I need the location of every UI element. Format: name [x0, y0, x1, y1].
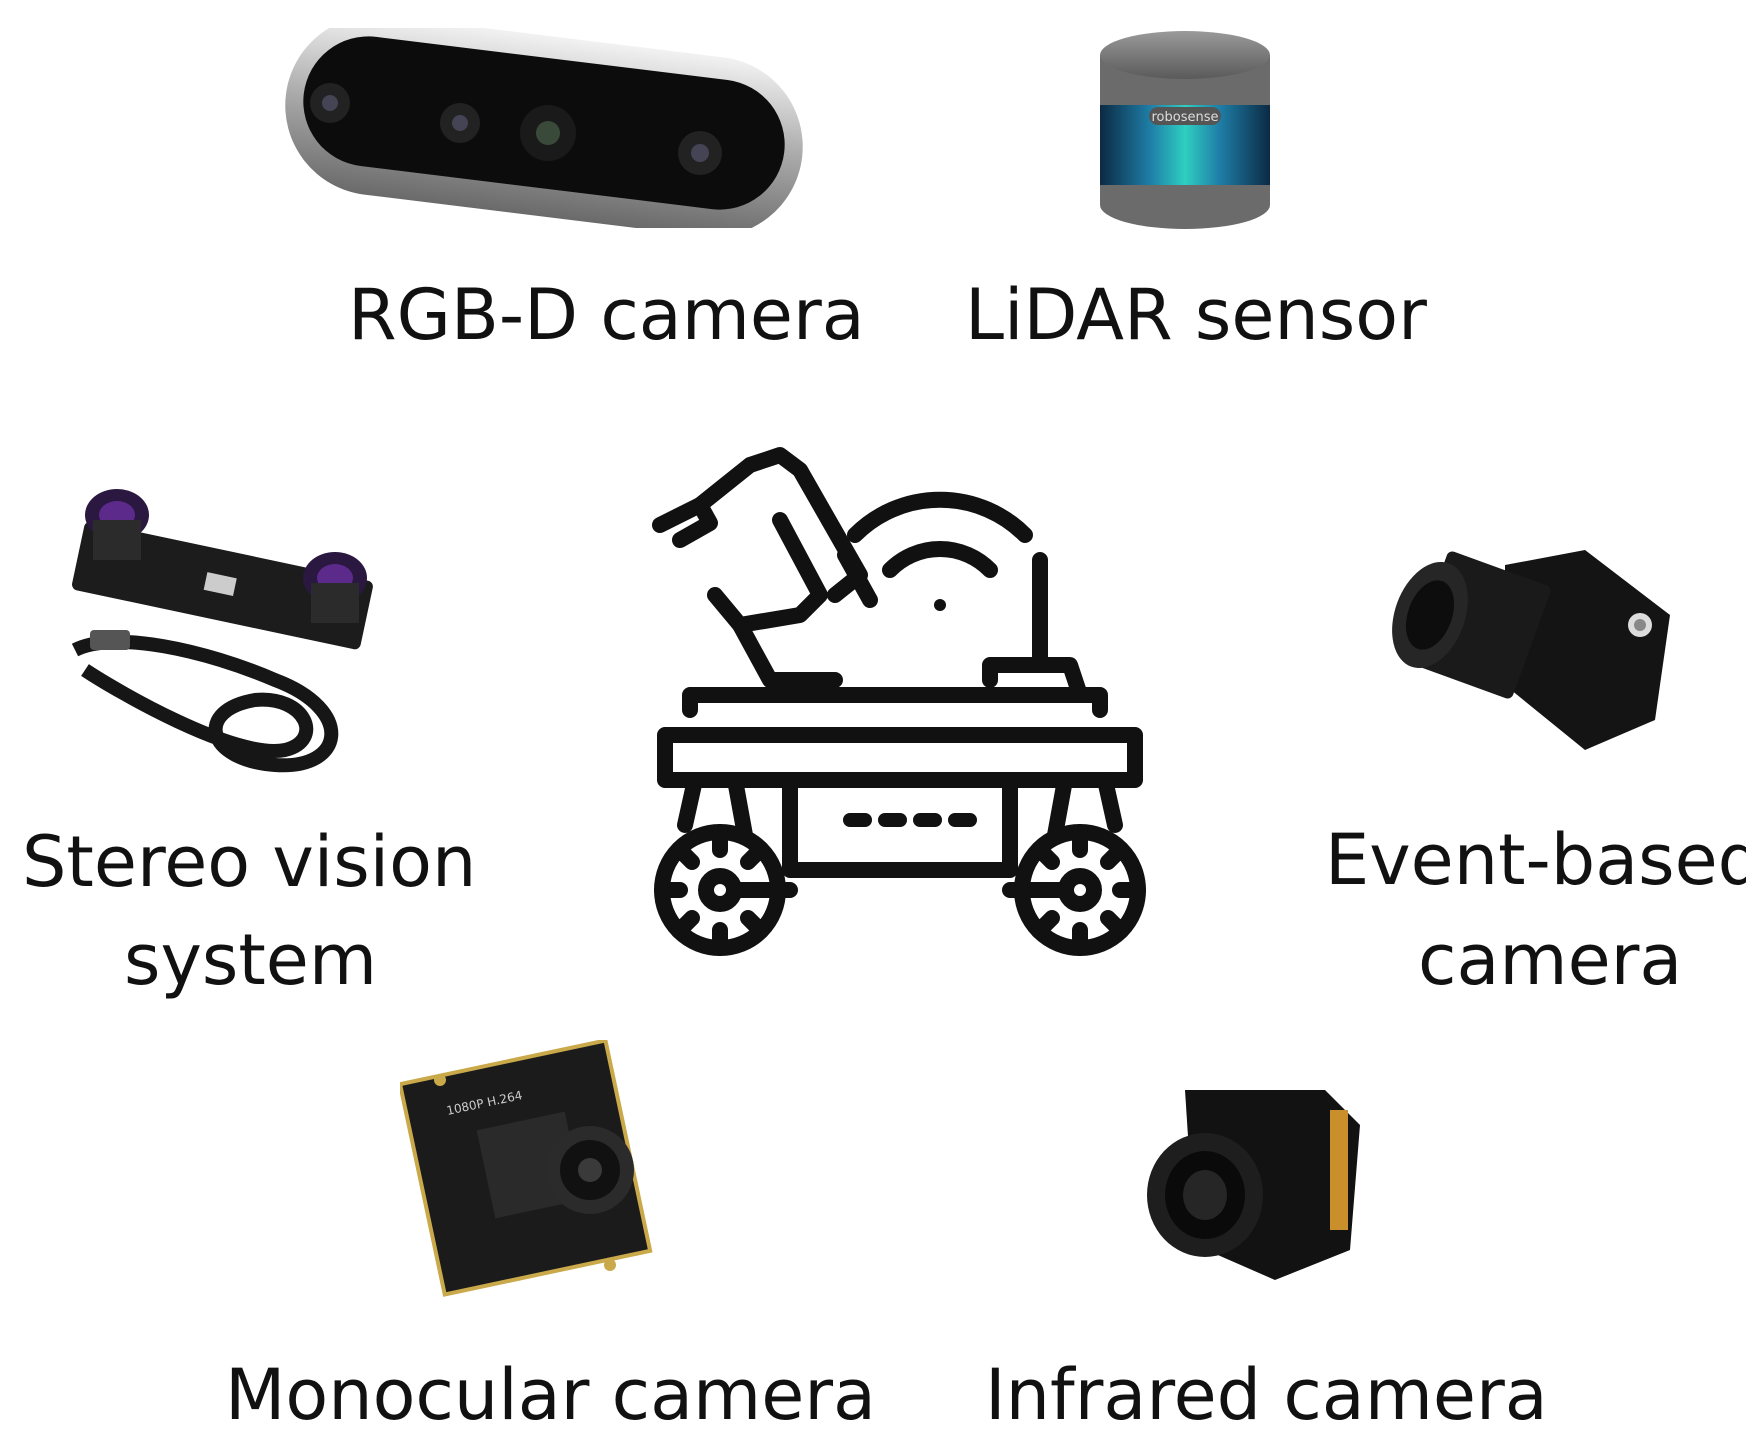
infrared-camera-label: Infrared camera [985, 1354, 1548, 1436]
stereo-camera-icon [55, 480, 375, 790]
monocular-camera-icon: 1080P H.264 [400, 1040, 660, 1310]
svg-text:robosense: robosense [1152, 110, 1219, 125]
rgbd-camera-icon [280, 28, 810, 228]
event-camera-label-line1: Event-based [1325, 819, 1746, 901]
monocular-camera-label: Monocular camera [225, 1354, 876, 1436]
robot-rover-icon [640, 445, 1160, 965]
stereo-vision-label-line2: system [124, 919, 378, 1001]
event-camera-label-line2: camera [1418, 919, 1683, 1001]
rgbd-camera-label: RGB-D camera [348, 274, 865, 356]
event-camera-icon [1385, 545, 1675, 755]
infrared-camera-icon [1125, 1075, 1365, 1290]
stereo-vision-label-line1: Stereo vision [22, 821, 477, 903]
lidar-sensor-icon: robosense [1095, 25, 1275, 235]
lidar-sensor-label: LiDAR sensor [965, 274, 1427, 356]
